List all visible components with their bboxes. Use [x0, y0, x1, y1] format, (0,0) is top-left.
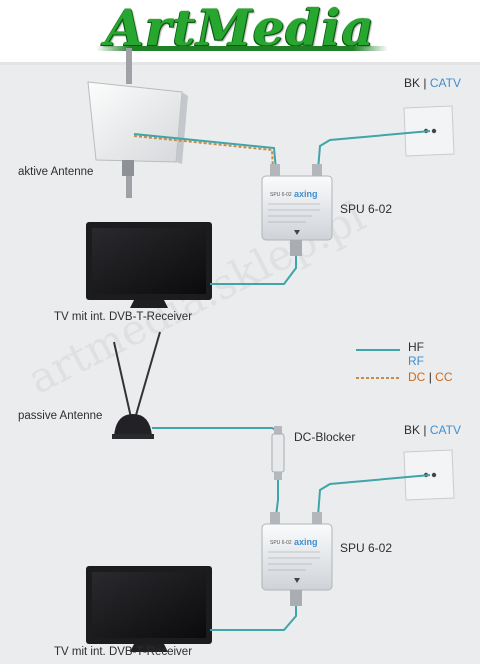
- splitter-bottom-brand: axing: [294, 537, 318, 547]
- legend-rf-label: RF: [408, 354, 424, 368]
- wall-socket-bottom-label: BK | CATV: [404, 423, 461, 437]
- passive-antenna-label: passive Antenne: [18, 410, 103, 422]
- cable-dcblocker-splitter: [275, 480, 279, 517]
- tv-top: [86, 222, 212, 308]
- cable-splitter-tv-top: [210, 256, 297, 285]
- cable-passive-dcblocker: [152, 427, 277, 431]
- splitter-bottom-model: SPU 6-02: [270, 540, 292, 546]
- legend-dc-cc-label: DC | CC: [408, 370, 453, 384]
- splitter-top-label: SPU 6-02: [340, 202, 393, 216]
- cable-antenna-splitter: [133, 133, 277, 171]
- dc-blocker-label: DC-Blocker: [294, 430, 356, 444]
- passive-antenna: [112, 331, 161, 439]
- splitter-top: SPU 6-02 axing: [261, 164, 333, 256]
- splitter-bottom-label: SPU 6-02: [340, 541, 393, 555]
- cable-socket-splitter-top: [317, 130, 431, 171]
- legend-hf-label: HF: [408, 340, 424, 354]
- tv-bottom-label: TV mit int. DVB-T-Receiver: [54, 646, 193, 658]
- splitter-top-model: SPU 6-02: [270, 192, 292, 198]
- logo-banner: ArtMedia: [0, 0, 480, 65]
- cable-splitter-tv-bottom: [210, 606, 297, 631]
- tv-top-label: TV mit int. DVB-T-Receiver: [54, 311, 193, 323]
- tv-bottom: [86, 566, 212, 652]
- wall-socket-top-label: BK | CATV: [404, 76, 461, 90]
- splitter-top-brand: axing: [294, 189, 318, 199]
- splitter-bottom: SPU 6-02 axing: [261, 512, 333, 606]
- logo-underline: [96, 46, 388, 51]
- active-antenna-label: aktive Antenne: [18, 166, 94, 178]
- dc-blocker: [271, 426, 285, 480]
- cable-socket-splitter-bottom: [317, 474, 431, 517]
- active-antenna: [87, 48, 188, 198]
